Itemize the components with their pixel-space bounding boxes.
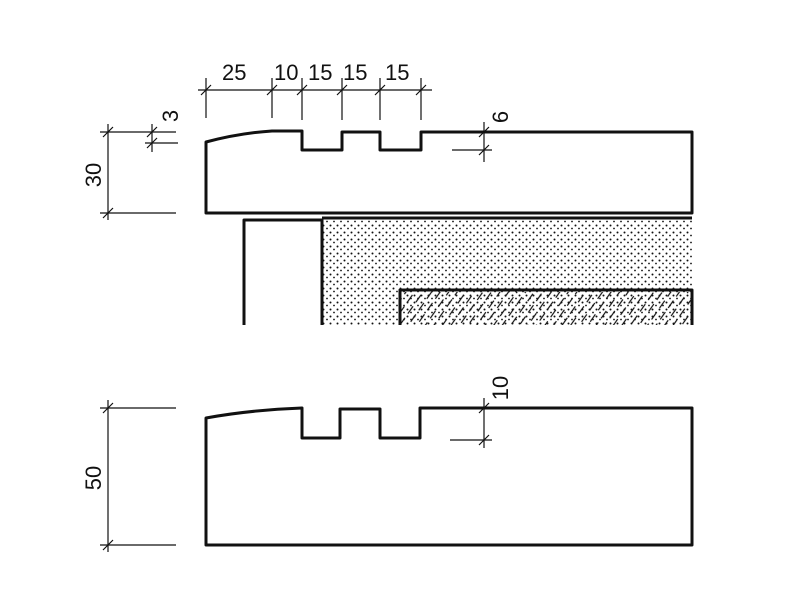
dim-30: 30 — [81, 163, 106, 187]
thickness-dimension-bottom — [100, 400, 176, 552]
dim-6: 6 — [488, 111, 513, 123]
top-slab — [204, 129, 694, 215]
thickness-dimension-top — [100, 124, 178, 220]
dim-10: 10 — [274, 60, 298, 85]
wood-block — [242, 218, 324, 325]
dim-3: 3 — [158, 110, 183, 122]
groove-depth-dimension-bottom — [450, 398, 492, 448]
dim-15a: 15 — [308, 60, 332, 85]
dim-15c: 15 — [385, 60, 409, 85]
dim-50: 50 — [81, 466, 106, 490]
bottom-slab — [204, 406, 694, 547]
groove-dimension-line — [198, 78, 432, 120]
dim-10-bottom: 10 — [488, 376, 513, 400]
groove-depth-dimension-top — [452, 122, 492, 162]
dim-15b: 15 — [343, 60, 367, 85]
dim-25: 25 — [222, 60, 246, 85]
